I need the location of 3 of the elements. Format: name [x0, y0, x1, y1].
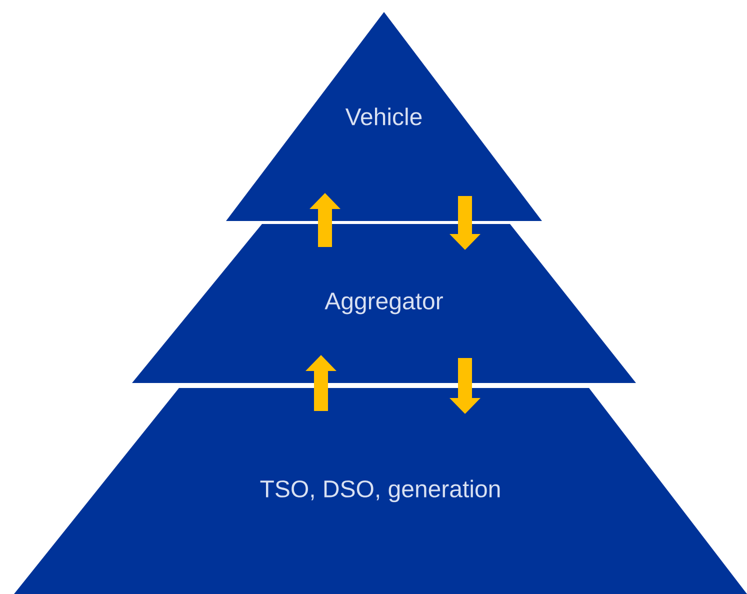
pyramid-level: TSO, DSO, generation [14, 388, 747, 594]
pyramid-level: Aggregator [132, 224, 636, 383]
pyramid-level: Vehicle [226, 12, 542, 221]
